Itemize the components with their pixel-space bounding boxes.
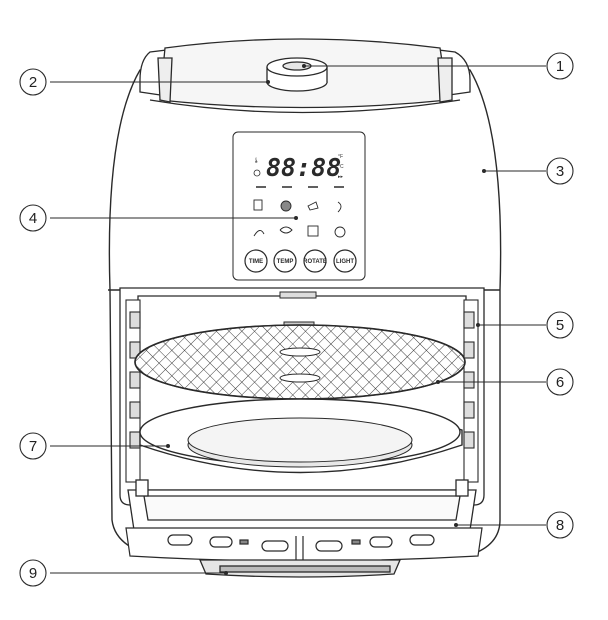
callout-circle bbox=[546, 511, 574, 539]
display-digits: 88:88 bbox=[266, 153, 341, 182]
digital-display: 🌡 88:88 °F °C ▸▸ bbox=[253, 153, 344, 182]
callout-circle bbox=[546, 157, 574, 185]
thermometer-icon: 🌡 bbox=[253, 157, 259, 164]
svg-text:TIME: TIME bbox=[249, 259, 263, 265]
callout-number: 8 bbox=[556, 517, 564, 534]
callout-6: 6 bbox=[546, 368, 574, 396]
callout-7: 7 bbox=[19, 432, 47, 460]
callout-5: 5 bbox=[546, 311, 574, 339]
door-handle[interactable] bbox=[125, 527, 483, 562]
callout-number: 4 bbox=[29, 210, 37, 227]
fries-icon bbox=[253, 199, 263, 211]
fan-indicator: ▸▸ bbox=[338, 174, 344, 180]
svg-text:TEMP: TEMP bbox=[277, 259, 294, 265]
clock-icon bbox=[253, 169, 261, 177]
bake-icon bbox=[307, 225, 319, 237]
callout-circle bbox=[546, 368, 574, 396]
chicken-icon bbox=[307, 201, 319, 211]
rotisserie-icon bbox=[253, 230, 265, 237]
fish-icon bbox=[279, 226, 293, 234]
callout-number: 7 bbox=[29, 438, 37, 455]
left-rail bbox=[125, 299, 141, 483]
callout-number: 3 bbox=[556, 163, 564, 180]
callout-circle bbox=[546, 52, 574, 80]
callout-9: 9 bbox=[19, 559, 47, 587]
shrimp-icon bbox=[337, 201, 342, 213]
callout-3: 3 bbox=[546, 157, 574, 185]
callout-1: 1 bbox=[546, 52, 574, 80]
callout-2: 2 bbox=[19, 68, 47, 96]
callouts bbox=[50, 64, 546, 575]
callout-number: 2 bbox=[29, 74, 37, 91]
unit-f: °F bbox=[338, 154, 343, 160]
steak-icon bbox=[280, 200, 292, 212]
control-panel: 🌡 88:88 °F °C ▸▸ bbox=[232, 131, 366, 281]
light-button[interactable]: LIGHT bbox=[333, 249, 357, 273]
rotate-button[interactable]: ROTATE bbox=[303, 249, 327, 273]
callout-circle bbox=[19, 68, 47, 96]
drip-tray[interactable] bbox=[139, 398, 463, 474]
callout-number: 6 bbox=[556, 374, 564, 391]
dehydrate-icon bbox=[334, 226, 346, 238]
svg-text:ROTATE: ROTATE bbox=[303, 259, 327, 265]
callout-circle bbox=[19, 204, 47, 232]
callout-circle bbox=[19, 432, 47, 460]
right-rail bbox=[463, 299, 479, 483]
callout-number: 5 bbox=[556, 317, 564, 334]
svg-text:LIGHT: LIGHT bbox=[336, 259, 354, 265]
door[interactable] bbox=[127, 479, 477, 531]
callout-circle bbox=[19, 559, 47, 587]
unit-c: °C bbox=[338, 164, 344, 170]
callout-badges: 1 2 3 4 5 6 7 8 9 bbox=[19, 52, 574, 587]
base-foot bbox=[199, 559, 401, 578]
callout-8: 8 bbox=[546, 511, 574, 539]
button-row[interactable]: TIME TEMP ROTATE LIGHT bbox=[244, 249, 357, 273]
time-button[interactable]: TIME bbox=[244, 249, 268, 273]
top-knob[interactable] bbox=[266, 57, 328, 92]
preset-icons-row-1[interactable] bbox=[253, 199, 342, 213]
callout-number: 9 bbox=[29, 565, 37, 582]
callout-number: 1 bbox=[556, 58, 564, 75]
temp-button[interactable]: TEMP bbox=[273, 249, 297, 273]
preset-icons-row-2[interactable] bbox=[253, 225, 346, 238]
callout-4: 4 bbox=[19, 204, 47, 232]
callout-circle bbox=[546, 311, 574, 339]
wire-rack[interactable] bbox=[130, 320, 470, 410]
